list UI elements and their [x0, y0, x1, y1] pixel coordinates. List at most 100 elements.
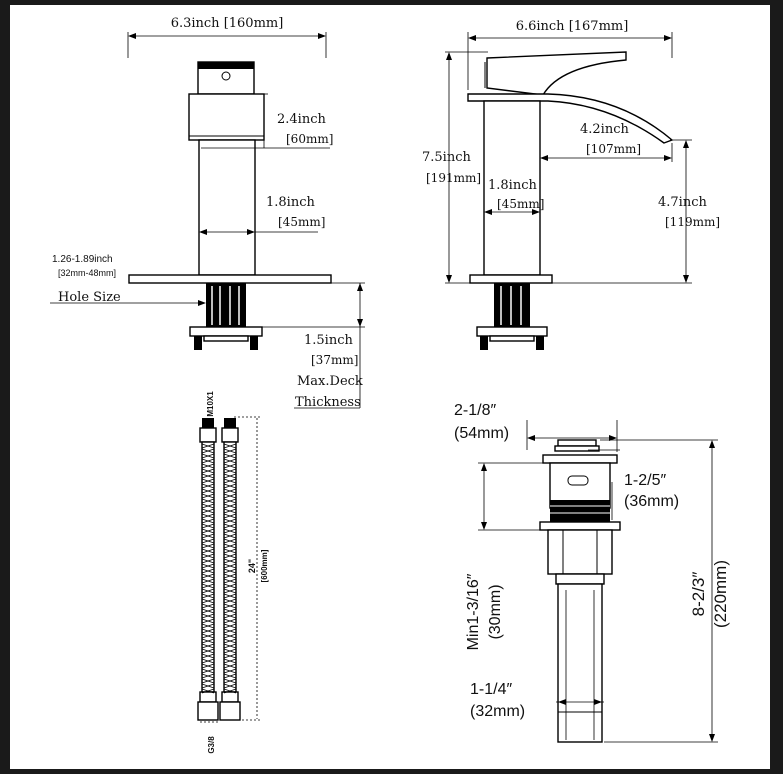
- front-width-label: 6.3inch [160mm]: [171, 16, 284, 31]
- braid-strand: [201, 478, 215, 484]
- braid-strand: [223, 448, 237, 454]
- braid-strand: [223, 488, 237, 494]
- hose-thread-bottom: G3/8: [207, 736, 216, 754]
- braid-strand: [201, 658, 215, 664]
- braid-strand: [223, 503, 237, 509]
- drain-cap-width-in: 2-1/8″: [454, 402, 496, 419]
- waterfall-spout: [467, 93, 674, 144]
- front-view: 6.3inch [160mm] 2.4inch [60mm] 1.8inch […: [50, 16, 365, 410]
- braid-strand: [201, 663, 215, 669]
- braid-strand: [201, 613, 215, 619]
- base-plate: [128, 274, 332, 284]
- braid-strand: [223, 688, 237, 694]
- braid-strand: [223, 568, 237, 574]
- braid-strand: [201, 678, 215, 684]
- drain-tail-pipe: [557, 583, 603, 743]
- braid-strand: [223, 478, 237, 484]
- braid-strand: [201, 563, 215, 569]
- braid-strand: [201, 448, 215, 454]
- drain-washer: [539, 521, 621, 531]
- min-height-in: Min1-3/16″: [465, 573, 482, 650]
- braid-strand: [201, 588, 215, 594]
- handle-height-mm: [60mm]: [286, 132, 333, 146]
- braid-strand: [201, 628, 215, 634]
- deck-in: 1.5inch: [304, 333, 353, 348]
- braid-strand: [201, 508, 215, 514]
- braid-strand: [223, 523, 237, 529]
- side-mounting-bracket: [476, 326, 548, 337]
- drain-flange: [542, 454, 618, 464]
- side-faucet-body: [483, 100, 541, 276]
- braid-strand: [201, 568, 215, 574]
- braid-strand: [223, 463, 237, 469]
- braid-strand: [223, 553, 237, 559]
- braid-strand: [223, 498, 237, 504]
- drain-cap-width-mm: (54mm): [454, 425, 509, 442]
- drain-nut: [547, 529, 613, 575]
- deck-label-1: Max.Deck: [297, 374, 363, 389]
- braid-strand: [223, 618, 237, 624]
- braid-strand: [223, 548, 237, 554]
- braid-strand: [201, 463, 215, 469]
- braid-strand: [223, 573, 237, 579]
- drain-thread-band: [550, 500, 610, 522]
- braid-strand: [223, 663, 237, 669]
- braid-strand: [201, 618, 215, 624]
- braid-strand: [223, 658, 237, 664]
- hose-length-mm: [600mm]: [260, 549, 269, 582]
- braid-strand: [223, 468, 237, 474]
- hose-length-in: 24": [247, 559, 257, 573]
- side-threaded-shank: [494, 283, 530, 327]
- spout-height-in: 4.7inch: [658, 195, 707, 210]
- braid-strand: [201, 503, 215, 509]
- deck-label-2: Thickness: [295, 395, 361, 410]
- hose-left-bottom-nut: [197, 701, 219, 721]
- braid-strand: [201, 523, 215, 529]
- braid-strand: [223, 613, 237, 619]
- braid-strand: [201, 683, 215, 689]
- braid-strand: [201, 473, 215, 479]
- total-height-in: 8-2/3″: [689, 572, 708, 617]
- braid-strand: [223, 653, 237, 659]
- pop-up-drain: 2-1/8″ (54mm) 1-2/5″ (36mm) Min1-3/16″ (…: [454, 402, 730, 743]
- braid-strand: [223, 628, 237, 634]
- braid-strand: [223, 648, 237, 654]
- braid-strand: [223, 603, 237, 609]
- braid-strand: [201, 668, 215, 674]
- side-width-label: 6.6inch [167mm]: [516, 19, 629, 34]
- braid-strand: [201, 543, 215, 549]
- braid-strand: [201, 593, 215, 599]
- braid-strand: [201, 548, 215, 554]
- braid-strand: [201, 608, 215, 614]
- braid-strand: [223, 518, 237, 524]
- braid-strand: [201, 573, 215, 579]
- braid-strand: [201, 688, 215, 694]
- braid-strand: [223, 543, 237, 549]
- side-body-width-mm: [45mm]: [497, 197, 544, 211]
- hose-braid: [201, 443, 237, 694]
- braid-strand: [223, 443, 237, 449]
- hose-right-bottom-nut: [219, 701, 241, 721]
- hose-left-top-fitting: [202, 418, 214, 428]
- side-height-in: 7.5inch: [422, 150, 471, 165]
- braid-strand: [223, 583, 237, 589]
- braid-strand: [201, 653, 215, 659]
- side-base-plate: [469, 274, 553, 284]
- min-height-mm: (30mm): [487, 584, 504, 639]
- spout-height-mm: [119mm]: [665, 215, 720, 229]
- braid-strand: [201, 643, 215, 649]
- braid-strand: [201, 558, 215, 564]
- braid-strand: [201, 623, 215, 629]
- braid-strand: [201, 458, 215, 464]
- handle-height-in: 2.4inch: [277, 112, 326, 127]
- pipe-width-in: 1-1/4″: [470, 681, 512, 698]
- total-height-mm: (220mm): [711, 560, 730, 628]
- side-view: 6.6inch [167mm] 7.5inch [191mm] 1.8inch …: [422, 19, 720, 350]
- braid-strand: [201, 483, 215, 489]
- braid-strand: [223, 538, 237, 544]
- hole-size-mm: [32mm-48mm]: [58, 268, 116, 278]
- deck-mm: [37mm]: [311, 353, 358, 367]
- braid-strand: [223, 593, 237, 599]
